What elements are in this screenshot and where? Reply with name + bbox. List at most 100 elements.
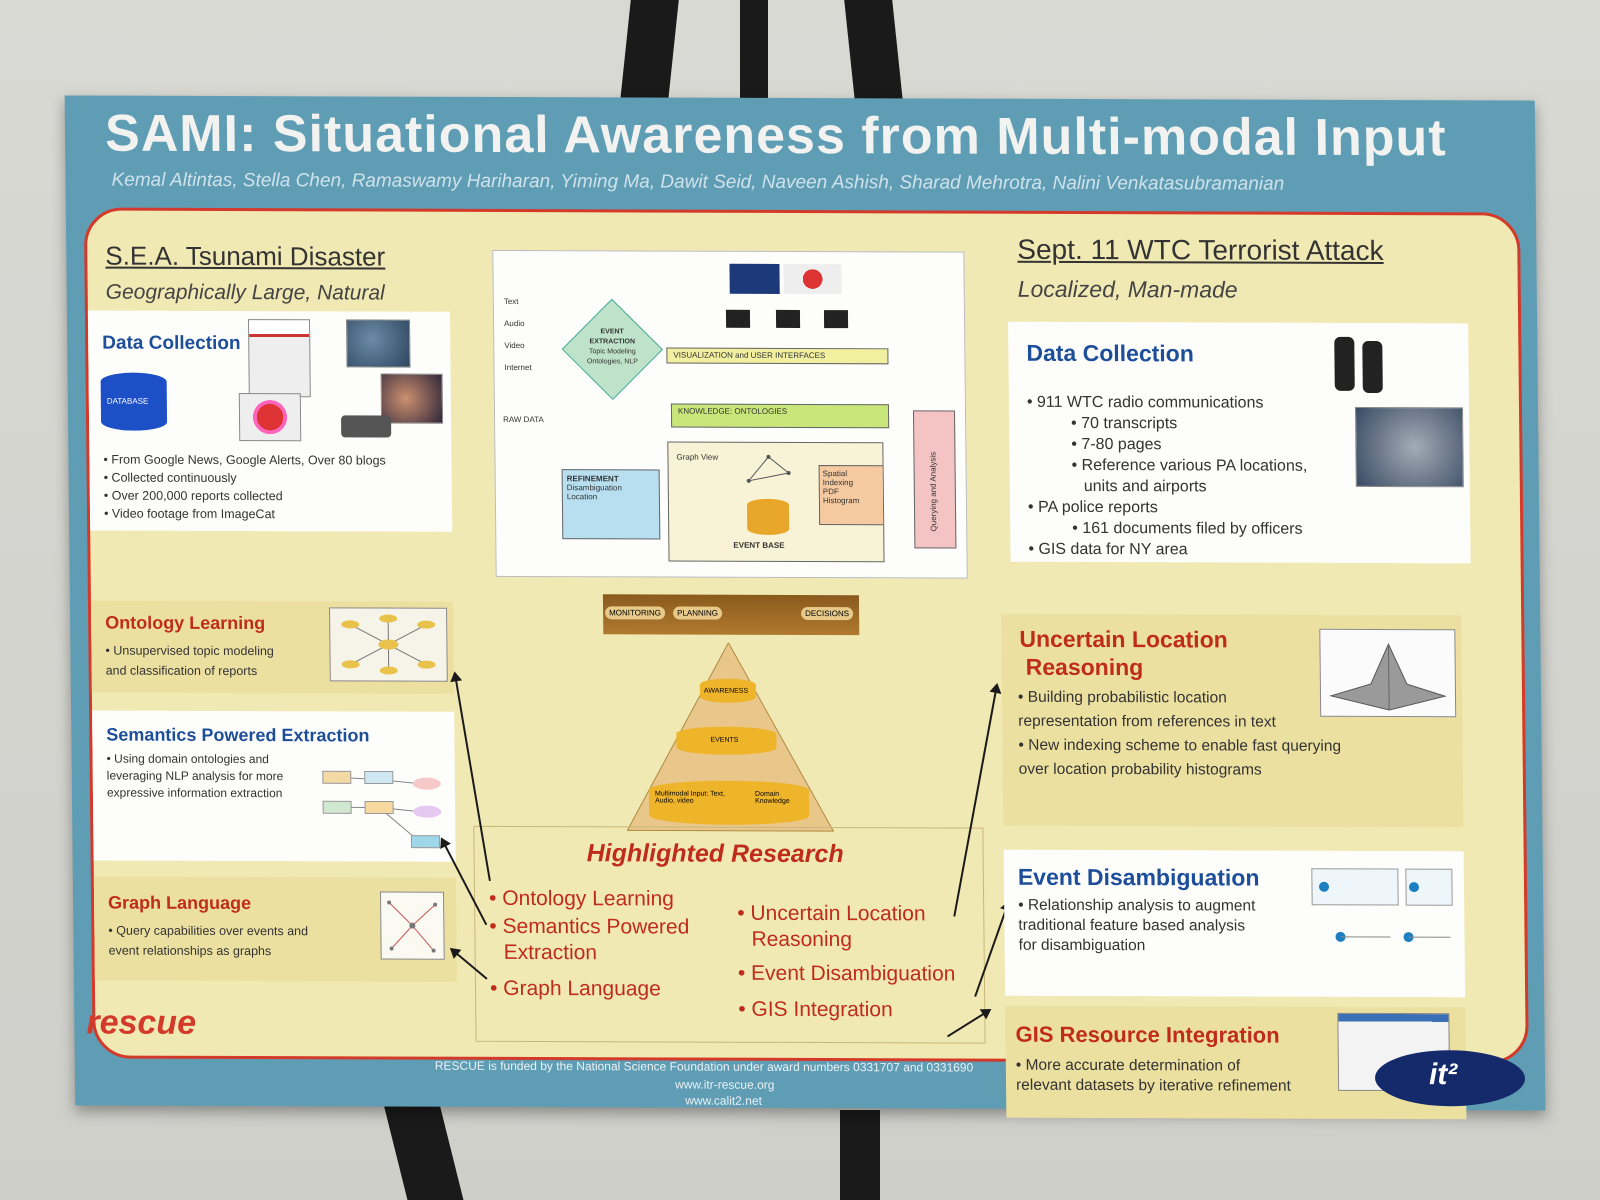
list-item: • From Google News, Google Alerts, Over …: [103, 452, 386, 468]
diamond-shape: [561, 298, 664, 401]
refinement-box: REFINEMENT Disambiguation Location: [561, 469, 661, 540]
right-case-subheading: Localized, Man-made: [1017, 275, 1238, 303]
spatial-label-3: PDF: [822, 487, 839, 497]
uncertain-location-title-2: Reasoning: [1025, 653, 1144, 681]
ontology-learning-card: Ontology Learning • Unsupervised topic m…: [90, 600, 454, 694]
event-disambiguation-card: Event Disambiguation • Relationship anal…: [1003, 849, 1466, 998]
right-data-collection-title: Data Collection: [1026, 339, 1194, 367]
list-item: • Query capabilities over events and: [108, 923, 309, 939]
domain-knowledge-label: Domain Knowledge: [754, 790, 790, 805]
graph-language-card: Graph Language • Query capabilities over…: [93, 876, 457, 982]
events-label: EVENTS: [710, 736, 739, 744]
graph-view-label: Graph View: [676, 452, 719, 462]
spatial-label: Spatial: [822, 469, 848, 479]
monitor-icons: [725, 263, 856, 334]
list-item: • Collected continuously: [103, 470, 237, 486]
spatial-label-2: Indexing: [822, 478, 854, 488]
disambiguation-diagram: [1310, 867, 1457, 960]
highlighted-research-box: Highlighted Research • Ontology Learning…: [473, 825, 986, 1044]
heatmap-thumb: [238, 393, 302, 442]
right-data-collection-card: Data Collection • 911 WTC radio communic…: [1008, 321, 1471, 564]
event-extraction-label: EVENT: [600, 328, 624, 336]
poster-panel: S.E.A. Tsunami Disaster Geographically L…: [83, 207, 1529, 1120]
extraction-flow-icon: [322, 770, 442, 849]
events-level: EVENTS: [676, 726, 777, 755]
video-camera-icon: [341, 415, 392, 438]
easel-leg-center: [740, 0, 768, 110]
left-case-heading: S.E.A. Tsunami Disaster: [105, 240, 386, 272]
graph-language-bullets: • Query capabilities over events and eve…: [108, 921, 308, 962]
knowledge-box: KNOWLEDGE: ONTOLOGIES: [670, 403, 890, 429]
left-data-collection-title: Data Collection: [102, 332, 241, 355]
it2-logo-text: it²: [1428, 1058, 1458, 1092]
list-item: • Video footage from ImageCat: [103, 506, 276, 522]
left-data-collection-bullets: • From Google News, Google Alerts, Over …: [103, 451, 386, 524]
right-data-collection-bullets: • 911 WTC radio communications • 70 tran…: [1027, 392, 1308, 561]
refinement-title: REFINEMENT: [566, 474, 619, 484]
list-item: • Reference various PA locations,: [1071, 456, 1308, 475]
input-internet-label: Internet: [504, 362, 532, 373]
input-level: Multimodal Input: Text, Audio, video Dom…: [648, 780, 810, 825]
gis-map-thumb: [1354, 406, 1464, 488]
hr-extraction: Extraction: [503, 940, 598, 965]
input-video-label: Video: [504, 340, 525, 351]
list-item: • GIS data for NY area: [1028, 540, 1188, 559]
event-base-area: Graph View EVENT BASE Spatial Indexing P…: [667, 441, 885, 563]
visualization-box: VISUALIZATION and USER INTERFACES: [666, 347, 889, 365]
semantics-extraction-bullets: • Using domain ontologies and leveraging…: [107, 751, 284, 803]
event-disambiguation-title: Event Disambiguation: [1017, 863, 1260, 891]
right-case-heading: Sept. 11 WTC Terrorist Attack: [1017, 233, 1384, 267]
footer-url-2: www.calit2.net: [685, 1093, 762, 1108]
gis-integration-bullets: • More accurate determination of relevan…: [1016, 1056, 1291, 1097]
satellite-map-thumb: [346, 319, 411, 368]
database-label: DATABASE: [106, 396, 149, 406]
list-item: units and airports: [1083, 477, 1207, 496]
easel-leg-left-bottom: [382, 1100, 464, 1200]
decision-bar: MONITORING PLANNING DECISIONS: [602, 594, 860, 636]
refinement-detail-2: Location: [566, 492, 598, 502]
list-item: • Unsupervised topic modeling: [105, 643, 274, 659]
event-extraction-label-2: EXTRACTION: [589, 338, 636, 346]
event-extraction-diamond: EVENT EXTRACTION Topic Modeling Ontologi…: [560, 297, 665, 401]
screen-icon-2: [783, 263, 842, 295]
ontology-graph-thumb: [329, 607, 448, 682]
left-data-collection-card: Data Collection DATABASE • From Google N…: [87, 310, 453, 532]
planning-label: PLANNING: [673, 606, 723, 620]
left-case-subheading: Geographically Large, Natural: [105, 280, 385, 305]
list-item: and classification of reports: [105, 663, 258, 679]
highlighted-research-title: Highlighted Research: [586, 839, 844, 869]
event-extraction-detail: Topic Modeling: [588, 348, 636, 356]
list-item: • Using domain ontologies and: [106, 751, 269, 767]
uncertain-location-card: Uncertain Location Reasoning • Building …: [1001, 613, 1464, 828]
hr-graph-language: • Graph Language: [489, 976, 661, 1001]
poster-title: SAMI: Situational Awareness from Multi-m…: [104, 104, 1447, 168]
spatial-label-4: Histogram: [822, 496, 860, 506]
easel-leg-right-bottom: [840, 1110, 880, 1200]
probability-surface-thumb: [1319, 628, 1457, 718]
ontology-learning-title: Ontology Learning: [105, 612, 266, 634]
list-item: • 70 transcripts: [1071, 414, 1178, 433]
easel-leg-left-top: [619, 0, 679, 110]
graph-language-title: Graph Language: [107, 892, 252, 914]
graph-view-icon: [746, 454, 791, 483]
awareness-level: AWARENESS: [699, 678, 757, 703]
hr-semantics-powered: • Semantics Powered: [489, 914, 690, 939]
list-item: • 7-80 pages: [1071, 435, 1162, 454]
easel-leg-right-top: [844, 0, 904, 110]
input-level-label: Multimodal Input: Text, Audio, video: [654, 790, 725, 805]
gis-integration-title: GIS Resource Integration: [1015, 1021, 1280, 1048]
monitoring-label: MONITORING: [605, 606, 666, 620]
event-base-label: EVENT BASE: [733, 540, 785, 550]
input-labels: Text Audio Video Internet: [504, 291, 532, 379]
decisions-label: DECISIONS: [801, 606, 854, 621]
footer-url-1: www.itr-rescue.org: [674, 1077, 775, 1092]
ontology-graph-icon: [341, 614, 436, 675]
event-disambiguation-bullets: • Relationship analysis to augment tradi…: [1018, 896, 1256, 957]
hr-event-disambiguation: • Event Disambiguation: [737, 961, 956, 986]
semantics-extraction-title: Semantics Powered Extraction: [106, 724, 370, 746]
raw-data-label: RAW DATA: [503, 414, 544, 425]
list-item: • Relationship analysis to augment: [1018, 896, 1256, 915]
list-item: • 911 WTC radio communications: [1026, 393, 1264, 412]
radio-icon: [1334, 336, 1355, 391]
list-item: expressive information extraction: [106, 785, 283, 801]
